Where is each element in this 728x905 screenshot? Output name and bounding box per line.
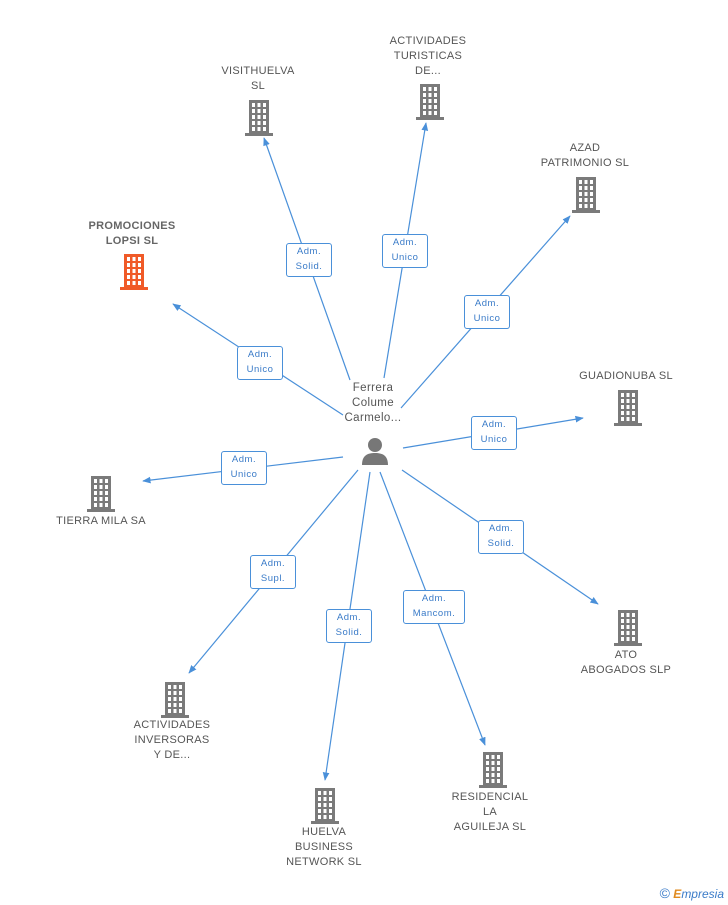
role-label: Adm. Solid. — [478, 520, 524, 554]
company-name-ato[interactable]: ATO ABOGADOS SLP — [580, 649, 672, 676]
role-label: Adm. Supl. — [250, 555, 296, 589]
building-icon[interactable] — [614, 390, 642, 426]
role-label: Adm. Unico — [382, 234, 428, 268]
company-name-actividades-turisticas[interactable]: ACTIVIDADES TURISTICAS DE... — [389, 35, 467, 77]
role-label: Adm. Unico — [237, 346, 283, 380]
company-name-azad[interactable]: AZAD PATRIMONIO SL — [540, 142, 630, 169]
copyright-symbol: © — [659, 885, 670, 901]
building-icon[interactable] — [120, 254, 148, 290]
company-name-actividades-inversoras[interactable]: ACTIVIDADES INVERSORAS Y DE... — [133, 719, 211, 761]
building-icon[interactable] — [614, 610, 642, 646]
company-name-residencial[interactable]: RESIDENCIAL LA AGUILEJA SL — [451, 791, 529, 833]
company-name-visithuelva[interactable]: VISITHUELVA SL — [221, 65, 295, 92]
building-icon[interactable] — [479, 752, 507, 788]
center-person-name[interactable]: Ferrera Colume Carmelo... — [344, 382, 402, 424]
person-icon[interactable] — [360, 436, 390, 466]
building-icon[interactable] — [161, 682, 189, 718]
building-icon[interactable] — [416, 84, 444, 120]
role-label: Adm. Mancom. — [403, 590, 465, 624]
company-name-promociones[interactable]: PROMOCIONES LOPSI SL — [88, 220, 176, 247]
role-label: Adm. Unico — [464, 295, 510, 329]
building-icon[interactable] — [245, 100, 273, 136]
role-label: Adm. Unico — [471, 416, 517, 450]
role-label: Adm. Solid. — [286, 243, 332, 277]
role-label: Adm. Unico — [221, 451, 267, 485]
company-name-tierra[interactable]: TIERRA MILA SA — [56, 515, 146, 527]
brand-name: mpresia — [681, 887, 724, 901]
company-name-guadionuba[interactable]: GUADIONUBA SL — [579, 370, 673, 382]
company-name-huelva[interactable]: HUELVA BUSINESS NETWORK SL — [286, 826, 362, 868]
brand-footer[interactable]: © Empresia — [660, 885, 724, 901]
building-icon[interactable] — [572, 177, 600, 213]
building-icon[interactable] — [311, 788, 339, 824]
building-icon[interactable] — [87, 476, 115, 512]
brand-initial: E — [673, 887, 682, 901]
role-label: Adm. Solid. — [326, 609, 372, 643]
